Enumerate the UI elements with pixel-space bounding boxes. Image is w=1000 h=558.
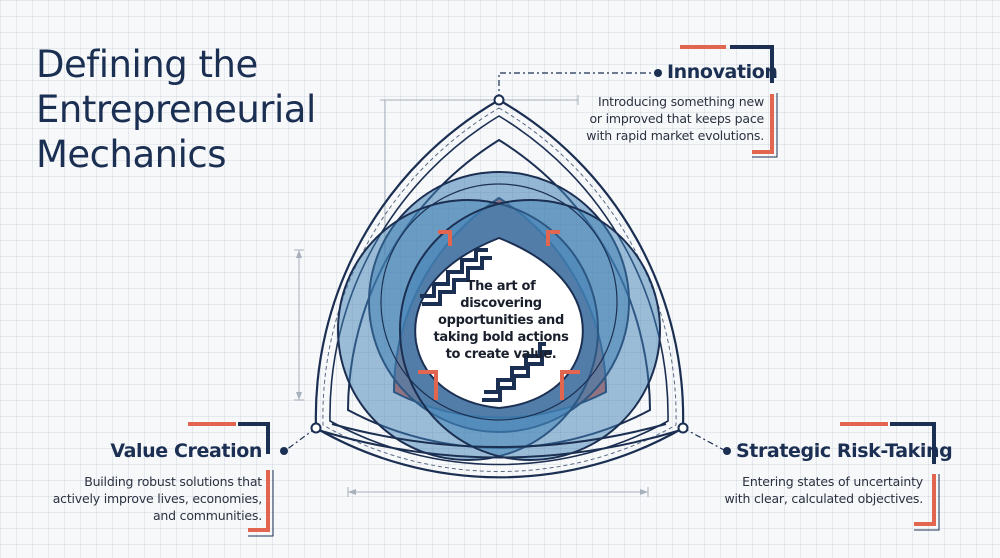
description-line: with clear, calculated objectives.: [724, 491, 924, 506]
title-line: Entrepreneurial: [36, 88, 316, 131]
description-line: with rapid market evolutions.: [586, 128, 764, 143]
orange-brackets: [418, 230, 580, 400]
description-line: or improved that keeps pace: [589, 111, 764, 126]
description-line: actively improve lives, economies,: [52, 491, 262, 506]
bottom-arcs: [317, 423, 682, 459]
connector-lines: [285, 72, 725, 451]
page-title: Defining the Entrepreneurial Mechanics: [36, 42, 316, 177]
risk-taking-title: Strategic Risk-Taking: [736, 440, 953, 462]
outer-reuleaux: [314, 98, 685, 479]
center-line: discovering: [460, 296, 542, 311]
description-line: Introducing something new: [597, 94, 764, 109]
title-line: Defining the: [36, 43, 258, 86]
description-line: Entering states of uncertainty: [742, 474, 923, 489]
value-creation-title: Value Creation: [110, 440, 262, 462]
innovation-description: Introducing something new or improved th…: [586, 93, 764, 144]
innovation-frame: [680, 45, 778, 158]
vertex-nodes: [310, 94, 689, 434]
center-line: taking bold actions: [433, 330, 569, 345]
stairs-icon: [420, 248, 552, 402]
connector-dots: [280, 69, 731, 455]
title-line: Mechanics: [36, 133, 227, 176]
description-line: Building robust solutions that: [84, 474, 262, 489]
risk-taking-frame: [840, 422, 940, 531]
risk-taking-description: Entering states of uncertainty with clea…: [724, 473, 924, 507]
center-statement: The art of discovering opportunities and…: [418, 278, 584, 363]
center-line: to create value.: [445, 347, 557, 362]
center-line: The art of: [466, 279, 536, 294]
center-line: opportunities and: [437, 313, 565, 328]
value-creation-description: Building robust solutions that actively …: [53, 473, 262, 524]
dimension-arrows: [296, 250, 648, 495]
innovation-title: Innovation: [667, 61, 778, 83]
description-line: and communities.: [152, 508, 262, 523]
circle-upper-inner: [380, 183, 618, 421]
value-creation-frame: [188, 422, 274, 537]
